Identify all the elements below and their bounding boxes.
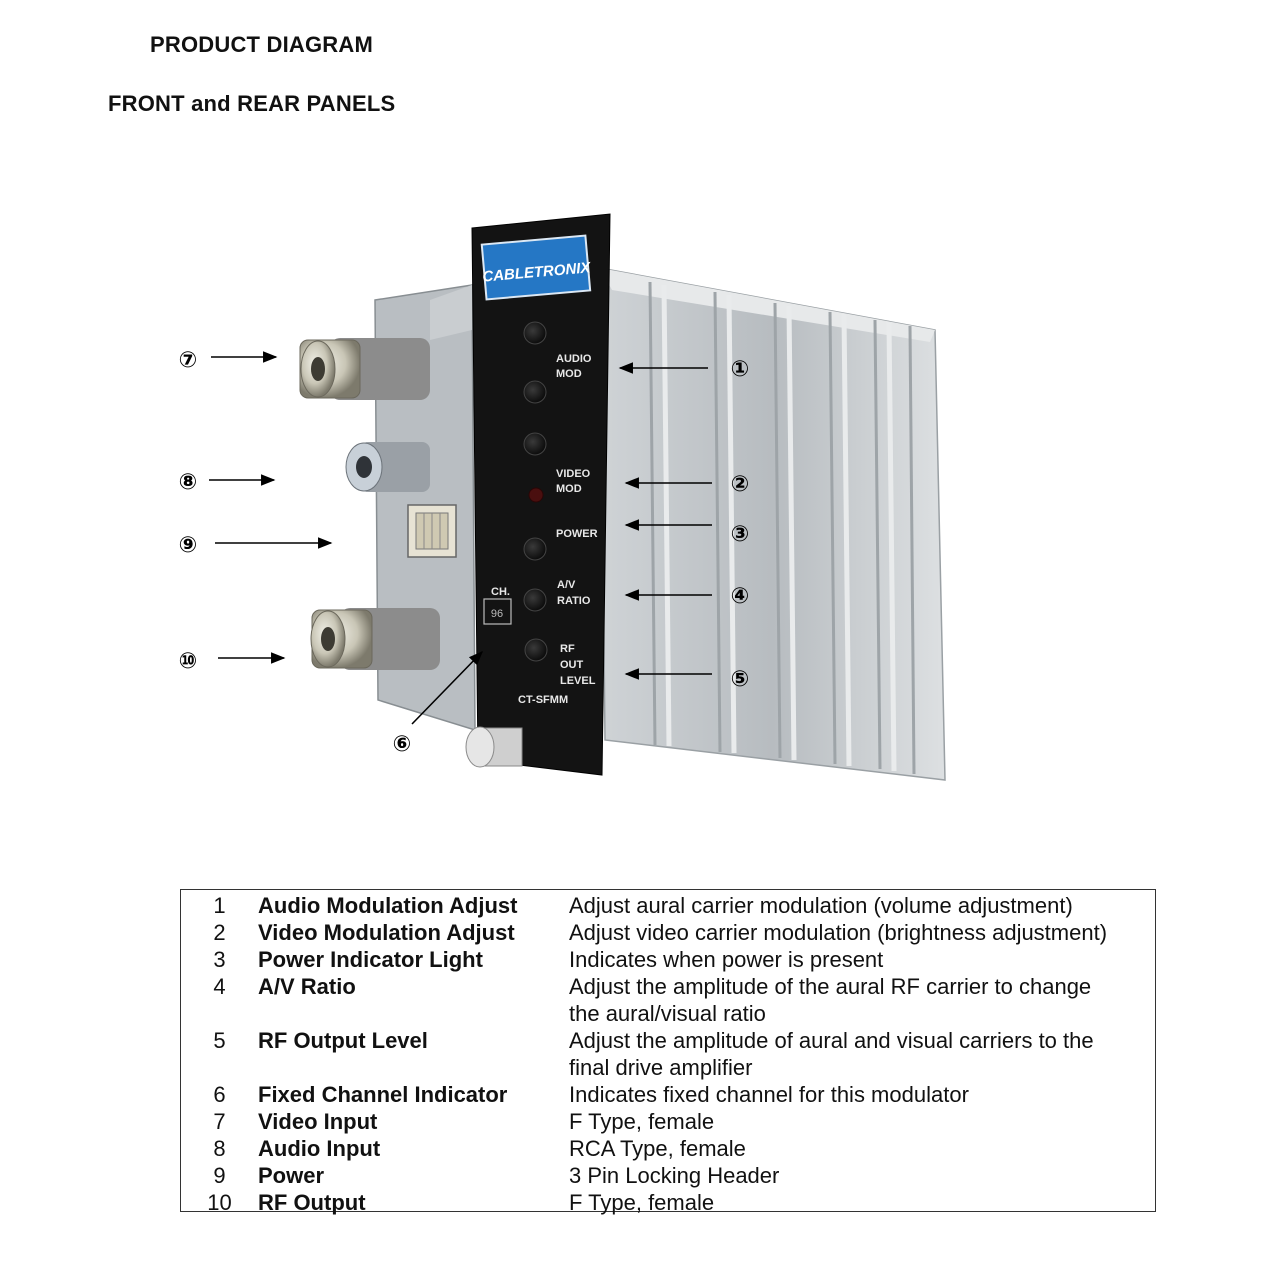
page-subtitle: FRONT and REAR PANELS <box>108 91 396 116</box>
legend-row: 1 Audio Modulation Adjust Adjust aural car… <box>181 892 1155 919</box>
legend-description: F Type, female <box>569 1108 1149 1135</box>
legend-description-line: Adjust the amplitude of the aural RF car… <box>569 974 1092 999</box>
svg-text:A/V: A/V <box>557 579 576 591</box>
legend-number: 3 <box>213 947 226 972</box>
legend-name: A/V Ratio <box>258 974 356 999</box>
legend-name: Power Indicator Light <box>258 947 483 972</box>
svg-text:96: 96 <box>491 608 503 620</box>
brand-logo: CABLETRONIX <box>480 234 592 301</box>
front-panel: CABLETRONIX AUDIO MOD VIDEO MOD POWER A/… <box>471 213 611 776</box>
legend-name: Video Input <box>258 1109 378 1134</box>
callout-1: ① <box>731 357 750 382</box>
audio-mod-knob-icon[interactable] <box>523 321 547 404</box>
callout-8: ⑧ <box>179 470 198 495</box>
legend-number: 7 <box>213 1109 226 1134</box>
chassis <box>374 267 946 781</box>
legend-row: 10 RF Output F Type, female <box>181 1189 1155 1216</box>
callout-7: ⑦ <box>179 348 198 373</box>
legend-description-line: Indicates when power is present <box>569 947 884 972</box>
svg-text:RF: RF <box>560 643 575 655</box>
legend-description-line: Adjust video carrier modulation (brightn… <box>569 920 1108 945</box>
arrow-6 <box>411 650 484 725</box>
legend-row: 6 Fixed Channel Indicator Indicates fixed … <box>181 1081 1155 1108</box>
legend-description-line: final drive amplifier <box>569 1055 753 1080</box>
legend-description: RCA Type, female <box>569 1135 1149 1162</box>
legend-row: 9 Power 3 Pin Locking Header <box>181 1162 1155 1189</box>
product-diagram: CABLETRONIX AUDIO MOD VIDEO MOD POWER A/… <box>179 213 946 781</box>
callout-6: ⑥ <box>393 732 412 757</box>
svg-text:POWER: POWER <box>556 528 598 540</box>
callout-2: ② <box>731 472 750 497</box>
legend-name: Fixed Channel Indicator <box>258 1082 508 1107</box>
video-input-connector <box>299 338 430 400</box>
legend-number: 8 <box>213 1136 226 1161</box>
page-title: PRODUCT DIAGRAM <box>150 32 373 57</box>
power-led-icon <box>528 487 544 503</box>
legend-description: Indicates fixed channel for this modulat… <box>569 1081 1149 1108</box>
legend-description: 3 Pin Locking Header <box>569 1162 1149 1189</box>
legend-number: 6 <box>213 1082 226 1107</box>
legend-description-line: RCA Type, female <box>569 1136 746 1161</box>
legend-number: 2 <box>213 920 226 945</box>
legend-description: F Type, female <box>569 1189 1149 1216</box>
legend-name: Power <box>258 1163 325 1188</box>
legend-description-line: F Type, female <box>569 1190 715 1215</box>
legend-number: 4 <box>213 974 226 999</box>
legend-name: RF Output <box>258 1190 366 1215</box>
svg-text:OUT: OUT <box>560 659 584 671</box>
legend-description: Adjust video carrier modulation (brightn… <box>569 919 1149 946</box>
legend-number: 1 <box>213 893 226 918</box>
legend-name: Video Modulation Adjust <box>258 920 515 945</box>
legend-description-line: the aural/visual ratio <box>569 1001 766 1026</box>
legend-row: 5 RF Output Level Adjust the amplitude of … <box>181 1027 1155 1081</box>
callout-3: ③ <box>731 522 750 547</box>
callout-4: ④ <box>731 584 750 609</box>
svg-text:LEVEL: LEVEL <box>560 675 596 687</box>
svg-text:RATIO: RATIO <box>557 595 591 607</box>
model-label: CT-SFMM <box>518 694 568 706</box>
legend-name: Audio Input <box>258 1136 381 1161</box>
video-mod-knob-icon[interactable] <box>523 432 547 456</box>
callout-10: ⑩ <box>179 649 198 674</box>
legend-number: 10 <box>207 1190 232 1215</box>
svg-text:MOD: MOD <box>556 368 582 380</box>
legend-number: 9 <box>213 1163 226 1188</box>
audio-input-connector <box>345 442 430 492</box>
svg-text:AUDIO: AUDIO <box>556 353 592 365</box>
rf-out-level-knob-icon[interactable] <box>524 638 548 662</box>
legend-description-line: F Type, female <box>569 1109 715 1134</box>
callout-5: ⑤ <box>731 667 750 692</box>
legend-name: RF Output Level <box>258 1028 428 1053</box>
legend-row: 2 Video Modulation Adjust Adjust video car… <box>181 919 1155 946</box>
legend-row: 4 A/V Ratio Adjust the amplitude of the au… <box>181 973 1155 1027</box>
legend-row: 7 Video Input F Type, female <box>181 1108 1155 1135</box>
thumb-screw <box>465 726 523 768</box>
legend-number: 5 <box>213 1028 226 1053</box>
callout-9: ⑨ <box>179 533 198 558</box>
legend-description: Adjust the amplitude of aural and visual… <box>569 1027 1149 1081</box>
legend-table: 1 Audio Modulation Adjust Adjust aural car… <box>180 889 1156 1215</box>
legend-description-line: 3 Pin Locking Header <box>569 1163 780 1188</box>
rf-output-connector <box>310 608 440 670</box>
legend-description: Adjust aural carrier modulation (volume … <box>569 892 1149 919</box>
legend-description: Indicates when power is present <box>569 946 1149 973</box>
legend-name: Audio Modulation Adjust <box>258 893 518 918</box>
legend-description-line: Adjust aural carrier modulation (volume … <box>569 893 1073 918</box>
legend-description-line: Indicates fixed channel for this modulat… <box>569 1082 969 1107</box>
svg-text:CH.: CH. <box>491 586 510 598</box>
channel-indicator: CH. 96 <box>483 586 512 625</box>
legend-description-line: Adjust the amplitude of aural and visual… <box>569 1028 1094 1053</box>
legend-row: 8 Audio Input RCA Type, female <box>181 1135 1155 1162</box>
legend-description: Adjust the amplitude of the aural RF car… <box>569 973 1149 1027</box>
svg-text:MOD: MOD <box>556 483 582 495</box>
svg-text:VIDEO: VIDEO <box>556 468 591 480</box>
av-ratio-knob-icon[interactable] <box>523 537 547 612</box>
legend-row: 3 Power Indicator Light Indicates when pow… <box>181 946 1155 973</box>
